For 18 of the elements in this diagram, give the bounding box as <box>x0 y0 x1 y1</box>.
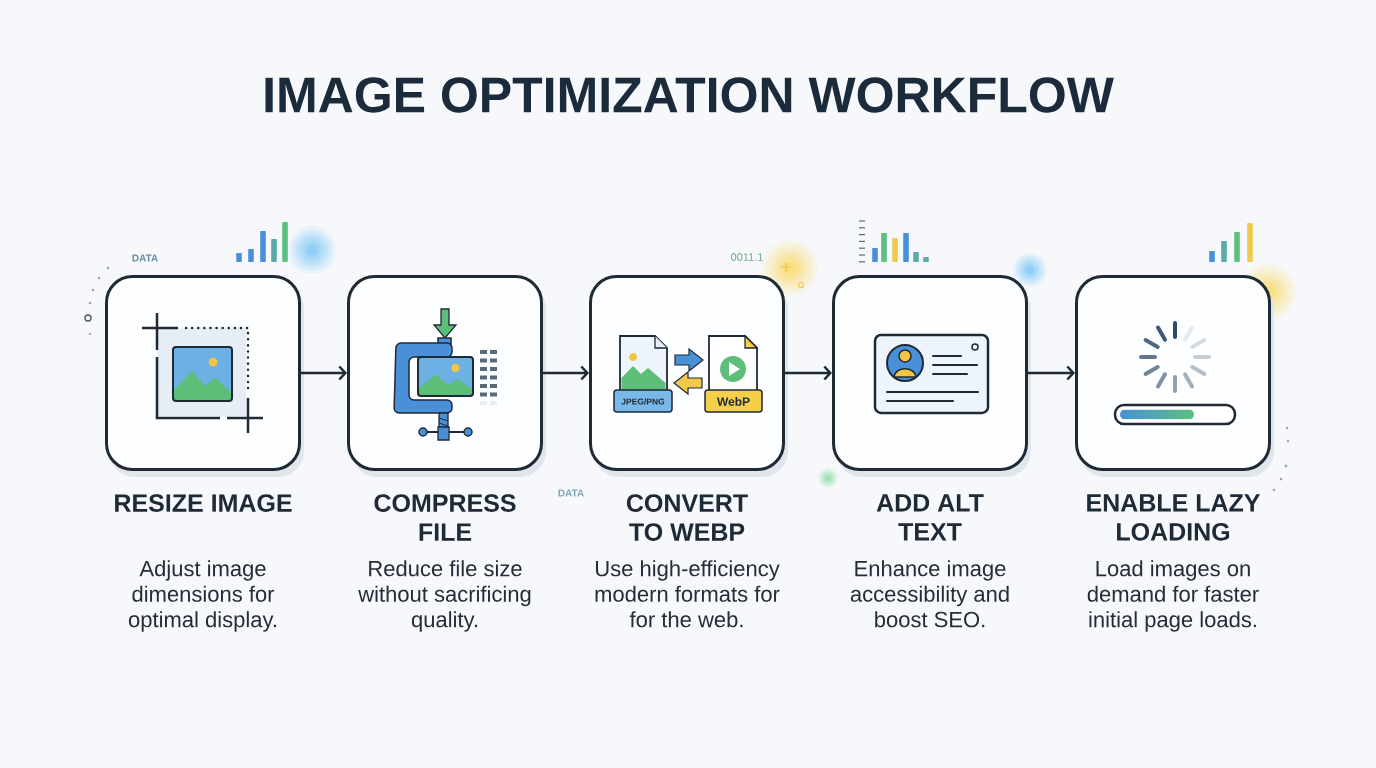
data-label: DATA <box>132 254 158 262</box>
step-heading: COMPRESS FILE <box>374 494 516 541</box>
arrow <box>541 365 589 381</box>
step-heading: RESIZE IMAGE <box>115 494 292 512</box>
step-description: Use high-efficiency modern formats for for the web. <box>595 560 780 628</box>
step-heading: ENABLE LAZY LOADING <box>1087 494 1261 541</box>
arrow <box>1026 365 1075 381</box>
step-description: Enhance image accessibility and boost SEO. <box>850 560 1009 628</box>
step-description: Reduce file size without sacrificing quality. <box>358 560 531 632</box>
step-description: Adjust image dimensions for optimal display. <box>128 560 276 632</box>
arrow <box>299 365 347 381</box>
data-label: DATA <box>558 489 584 497</box>
step-heading: ADD ALT TEXT <box>876 494 984 541</box>
arrow <box>783 365 832 381</box>
step-description: Load images on demand for faster initial page loads. <box>1087 560 1259 632</box>
title: IMAGE OPTIMIZATION WORKFLOW <box>265 77 1114 113</box>
code-label: 0011.1 <box>731 253 763 261</box>
step-heading: CONVERT TO WEBP <box>626 494 748 541</box>
